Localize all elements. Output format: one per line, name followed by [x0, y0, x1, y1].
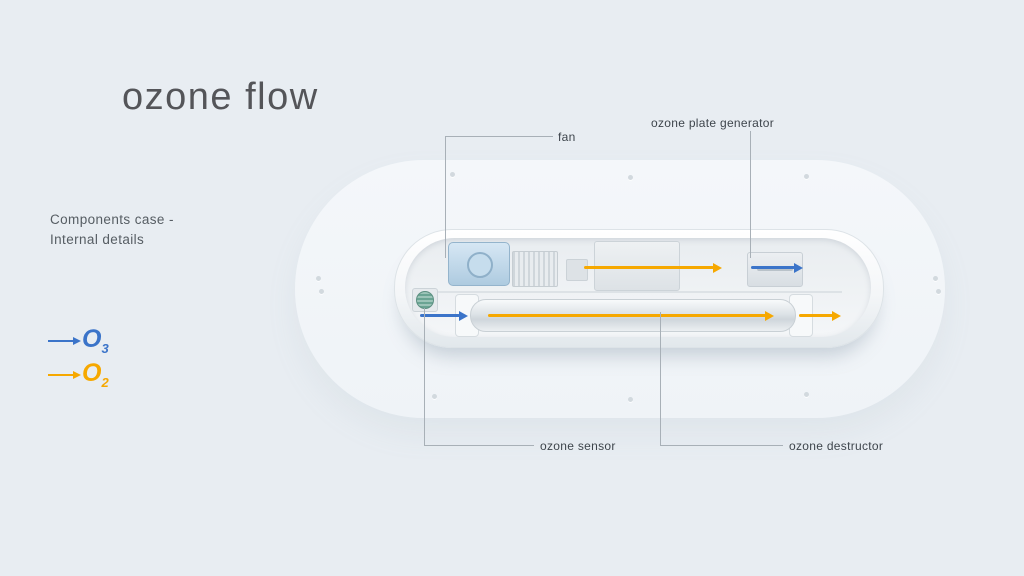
fan-callout-line [445, 136, 446, 258]
o3-arrow-icon [48, 340, 74, 342]
flow-legend: O3 O2 [48, 324, 109, 392]
ozone-destructor-label: ozone destructor [789, 439, 884, 453]
o2-flow-arrow-outlet [799, 314, 833, 317]
destructor-callout-line [660, 445, 783, 446]
fan-grille-illustration [512, 251, 558, 287]
legend-item-o3: O3 [48, 324, 109, 358]
plate-slot-detail [757, 267, 793, 271]
screw-dot [450, 172, 455, 177]
o2-flow-arrow-top [584, 266, 714, 269]
fan-illustration [448, 242, 510, 286]
screw-dot [804, 174, 809, 179]
description-line-1: Components case - [50, 212, 174, 227]
ozone-sensor-label: ozone sensor [540, 439, 616, 453]
component-case-description: Components case - Internal details [50, 210, 174, 251]
legend-item-o2: O2 [48, 358, 109, 392]
page-title: ozone flow [122, 76, 319, 118]
sensor-callout-line [424, 308, 425, 445]
screw-dot [804, 392, 809, 397]
o3-flow-arrow-bottom-left [420, 314, 460, 317]
screw-dot [936, 289, 941, 294]
screw-dot [432, 394, 437, 399]
o3-flow-arrow-top [751, 266, 795, 269]
fan-callout-line [445, 136, 553, 137]
destructor-callout-line [660, 312, 661, 445]
screw-dot [319, 289, 324, 294]
case-shelf-divider [436, 291, 842, 293]
fan-label: fan [558, 130, 576, 144]
o2-flow-arrow-bottom [488, 314, 766, 317]
o2-label: O2 [82, 359, 109, 390]
o3-label: O3 [82, 325, 109, 356]
screw-dot [628, 175, 633, 180]
ozone-plate-generator-label: ozone plate generator [651, 116, 775, 130]
sensor-coil-icon [416, 291, 434, 309]
screw-dot [628, 397, 633, 402]
fan-hub-icon [467, 252, 493, 278]
screw-dot [316, 276, 321, 281]
plate-generator-callout-line [750, 131, 751, 258]
screw-dot [933, 276, 938, 281]
description-line-2: Internal details [50, 232, 145, 248]
ozone-sensor-illustration [412, 288, 438, 312]
sensor-callout-line [424, 445, 534, 446]
o2-arrow-icon [48, 374, 74, 376]
connector-part-illustration [566, 259, 588, 281]
